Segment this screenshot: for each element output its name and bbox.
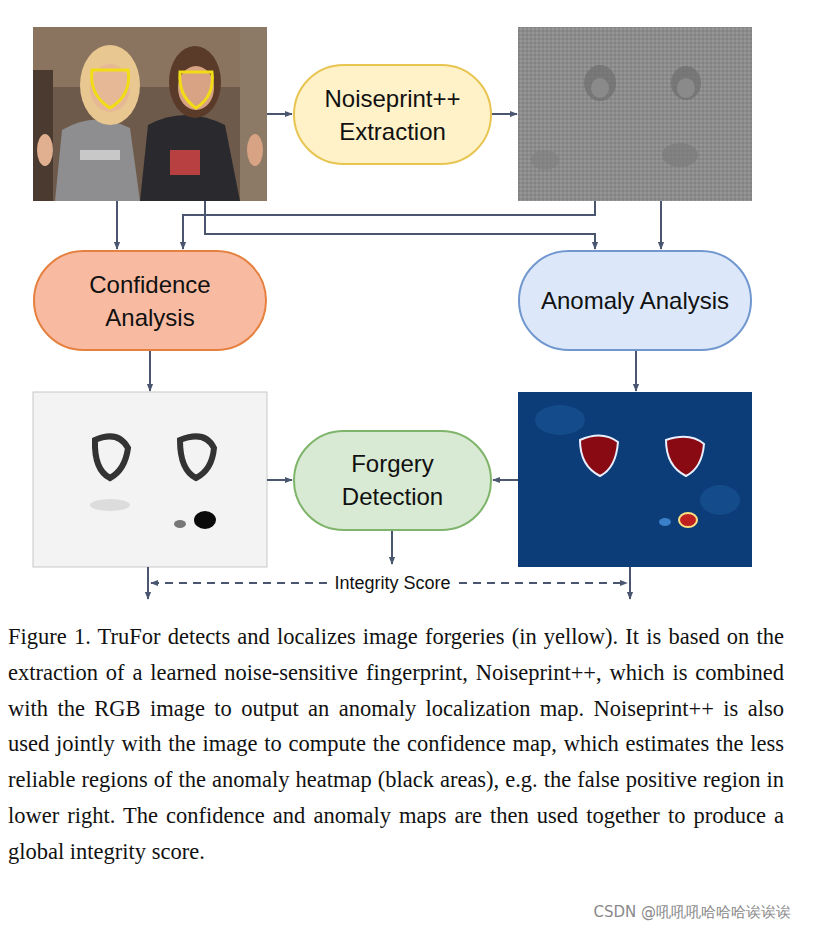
node-label: Forgery Detection (315, 447, 470, 513)
analysis-process: Anomaly Analysis (518, 250, 752, 351)
flow-arrows (117, 114, 661, 599)
figure-caption: Figure 1. TruFor detects and localizes i… (8, 619, 784, 870)
node-text-group: Anomaly Analysis (540, 284, 730, 317)
analysis-process: Confidence Analysis (33, 250, 267, 351)
node-text-group: Confidence Analysis (55, 268, 245, 334)
node-label: Confidence Analysis (55, 268, 245, 334)
anomaly-heatmap (518, 392, 752, 567)
input-photo (33, 27, 267, 201)
watermark: CSDN @吼吼吼哈哈哈诶诶诶 (587, 903, 797, 922)
noiseprint-map (518, 27, 752, 201)
node-text-group: Noiseprint++ Extraction (315, 82, 470, 148)
node-text-group: Forgery Detection (315, 447, 470, 513)
node-label: Noiseprint++ Extraction (315, 82, 470, 148)
extraction-process: Noiseprint++ Extraction (293, 64, 492, 165)
node-label: Anomaly Analysis (540, 284, 730, 317)
integrity-score-label: Integrity Score (328, 573, 456, 594)
confidence-map (33, 392, 267, 567)
detection-process: Forgery Detection (293, 430, 492, 531)
